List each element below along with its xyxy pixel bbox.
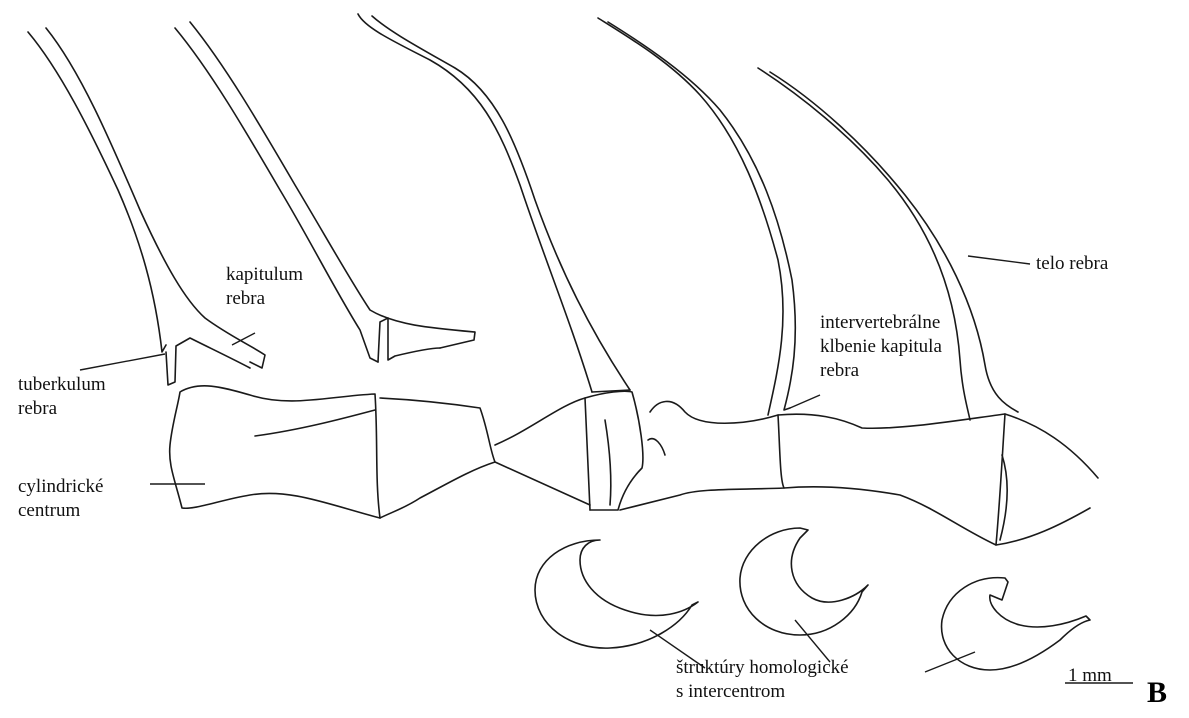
label-intervertebralne-line-3: rebra — [820, 359, 942, 383]
scale-bar-label: 1 mm — [1068, 664, 1112, 688]
rib-3 — [358, 14, 630, 392]
label-kapitulum: kapitulum rebra — [226, 263, 303, 311]
rib-1 — [28, 28, 265, 385]
leader-kapitulum — [232, 333, 255, 345]
label-cylindricke: cylindrické centrum — [18, 475, 103, 523]
centrum-3 — [585, 391, 643, 510]
label-tuberkulum-line-1: tuberkulum — [18, 373, 106, 397]
centrum-1 — [170, 386, 380, 518]
label-cylindricke-line-2: centrum — [18, 499, 103, 523]
label-telo: telo rebra — [1036, 252, 1108, 276]
leader-intervertebralne — [790, 395, 820, 408]
intercentrum-2 — [740, 528, 868, 635]
label-struktury-line-1: štruktúry homologické — [676, 656, 849, 680]
centrum-5 — [778, 414, 1098, 545]
rib-4 — [598, 18, 795, 415]
panel-letter: B — [1147, 676, 1167, 710]
label-tuberkulum-line-2: rebra — [18, 397, 106, 421]
intercentrum-1 — [535, 540, 698, 648]
centrum-2 — [380, 398, 590, 518]
label-tuberkulum: tuberkulum rebra — [18, 373, 106, 421]
leader-tuberkulum — [80, 354, 165, 370]
label-intervertebralne: intervertebrálne klbenie kapitula rebra — [820, 311, 942, 383]
label-cylindricke-line-1: cylindrické — [18, 475, 103, 499]
label-struktury-line-2: s intercentrom — [676, 680, 849, 704]
rib-2 — [175, 22, 475, 362]
leader-telo — [968, 256, 1030, 264]
centrum-4 — [620, 401, 784, 510]
leader-struktury-3 — [925, 652, 975, 672]
label-kapitulum-line-1: kapitulum — [226, 263, 303, 287]
label-struktury: štruktúry homologické s intercentrom — [676, 656, 849, 704]
label-intervertebralne-line-1: intervertebrálne — [820, 311, 942, 335]
label-intervertebralne-line-2: klbenie kapitula — [820, 335, 942, 359]
label-kapitulum-line-2: rebra — [226, 287, 303, 311]
